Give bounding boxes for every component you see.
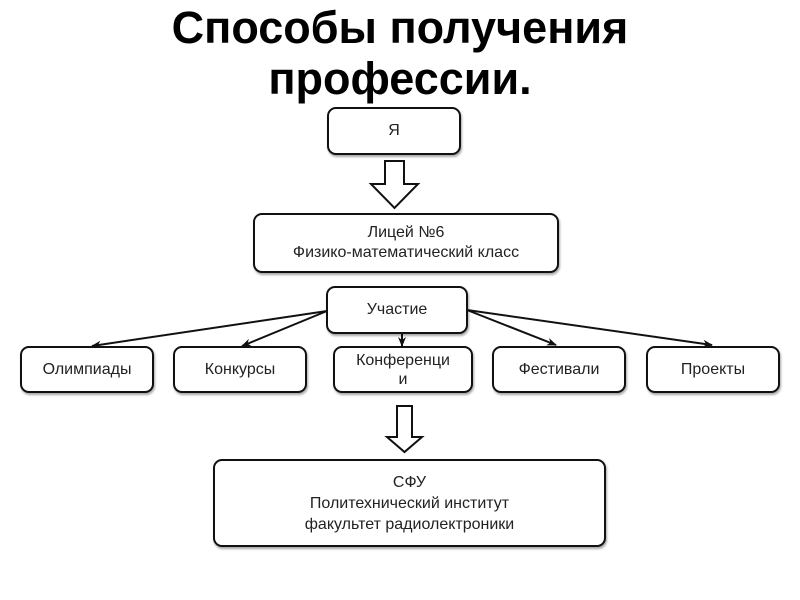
- arrow-to-olympiads: [91, 310, 328, 349]
- arrow-to-festivals: [466, 309, 557, 346]
- title-line-1: Способы получения: [171, 2, 629, 53]
- block-arrow-to-university: [384, 405, 425, 454]
- node-university: СФУ Политехнический институт факультет р…: [213, 459, 606, 547]
- arrow-to-projects: [466, 309, 713, 348]
- arrow-to-contests: [241, 310, 328, 347]
- node-conferences: Конференци и: [333, 346, 473, 393]
- title-line-2: профессии.: [268, 53, 532, 104]
- node-participation: Участие: [326, 286, 468, 334]
- node-festivals: Фестивали: [492, 346, 626, 393]
- node-contests: Конкурсы: [173, 346, 307, 393]
- node-lyceum: Лицей №6 Физико-математический класс: [253, 213, 559, 273]
- block-arrow-me-to-lyceum: [368, 160, 421, 210]
- node-me: Я: [327, 107, 461, 155]
- diagram-title: Способы получения профессии.: [0, 2, 800, 104]
- node-olympiads: Олимпиады: [20, 346, 154, 393]
- node-projects: Проекты: [646, 346, 780, 393]
